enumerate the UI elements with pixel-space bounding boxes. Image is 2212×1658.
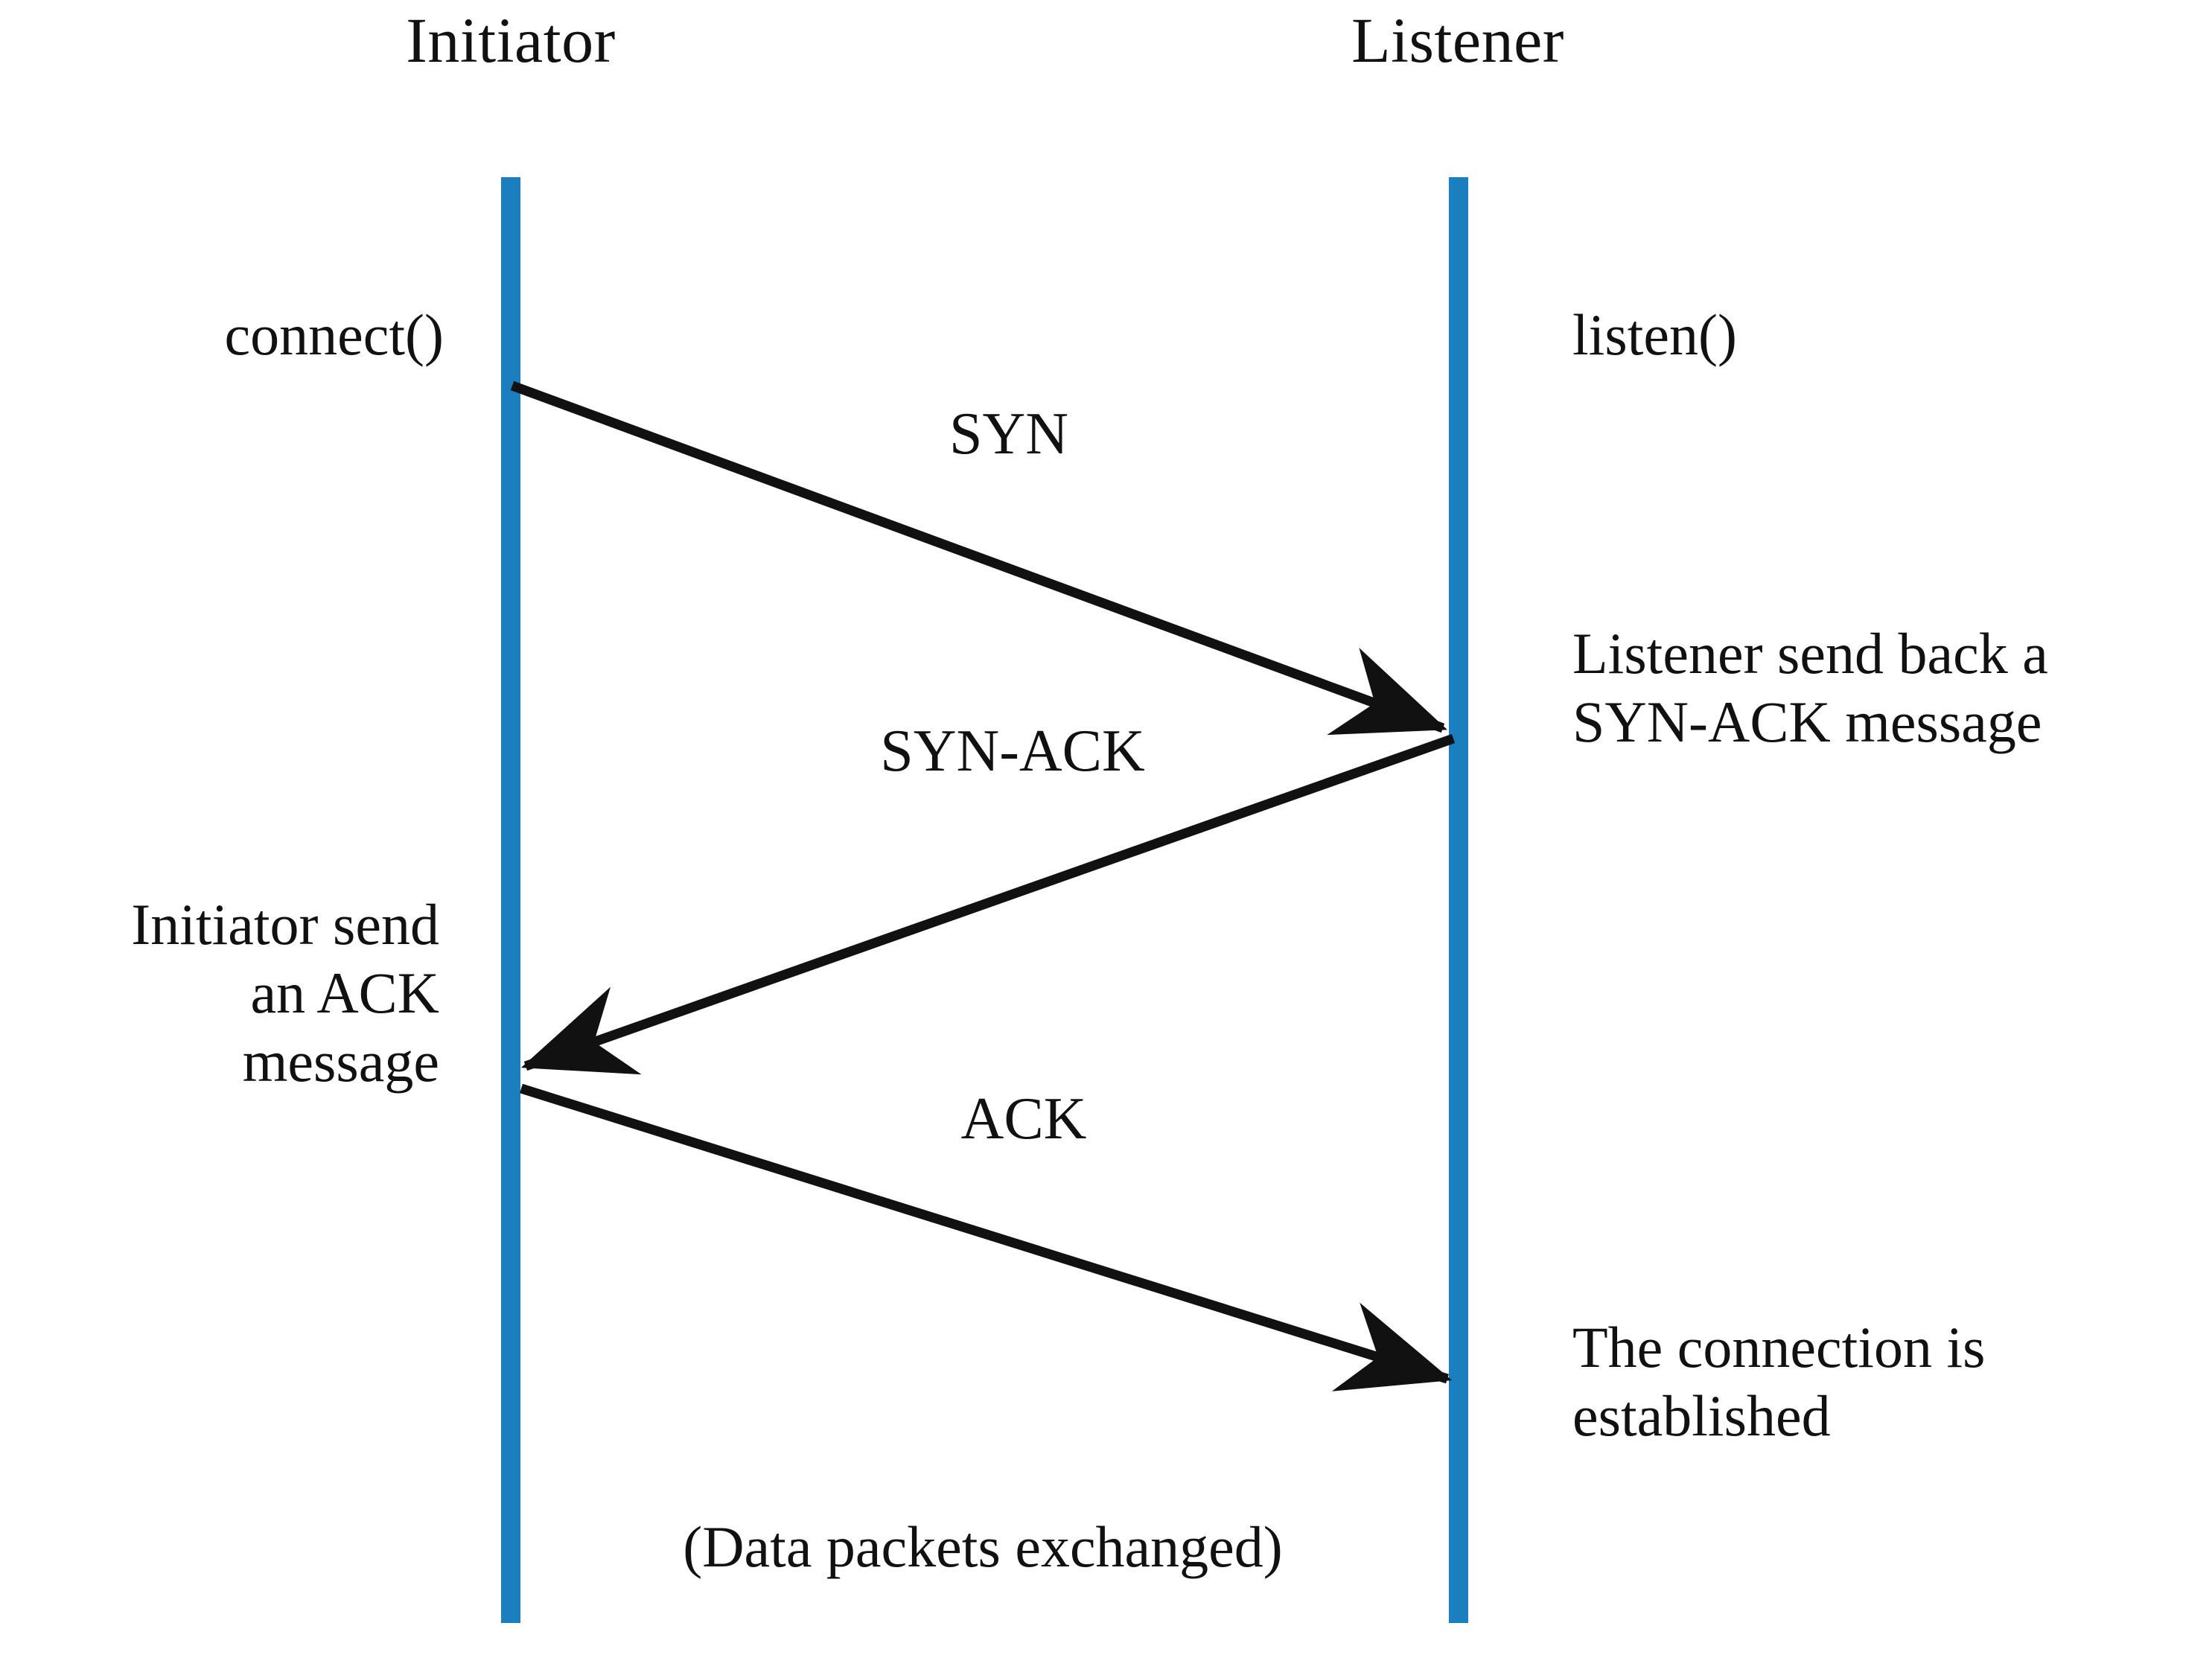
lifeline-initiator — [501, 177, 520, 1623]
annotation-listen-call: listen() — [1572, 302, 1737, 367]
message-label-syn: SYN — [949, 401, 1069, 467]
lifeline-listener — [1449, 177, 1468, 1623]
message-label-syn-ack: SYN-ACK — [880, 718, 1145, 784]
message-arrow-syn-ack — [520, 733, 1456, 1075]
message-arrow-ack — [520, 1083, 1453, 1391]
caption-data-packets-exchanged: (Data packets exchanged) — [683, 1514, 1283, 1579]
message-arrow-syn — [510, 380, 1448, 736]
annotation-listener-synack-note: Listener send back a SYN-ACK message — [1572, 621, 2048, 755]
participant-header-listener: Listener — [1351, 4, 1564, 76]
participant-header-initiator: Initiator — [406, 4, 616, 76]
message-label-ack: ACK — [960, 1086, 1087, 1152]
annotation-initiator-ack-note: Initiator send an ACK message — [131, 892, 439, 1094]
annotation-connect-call: connect() — [224, 302, 444, 367]
annotation-connection-established-note: The connection is established — [1572, 1315, 1986, 1449]
